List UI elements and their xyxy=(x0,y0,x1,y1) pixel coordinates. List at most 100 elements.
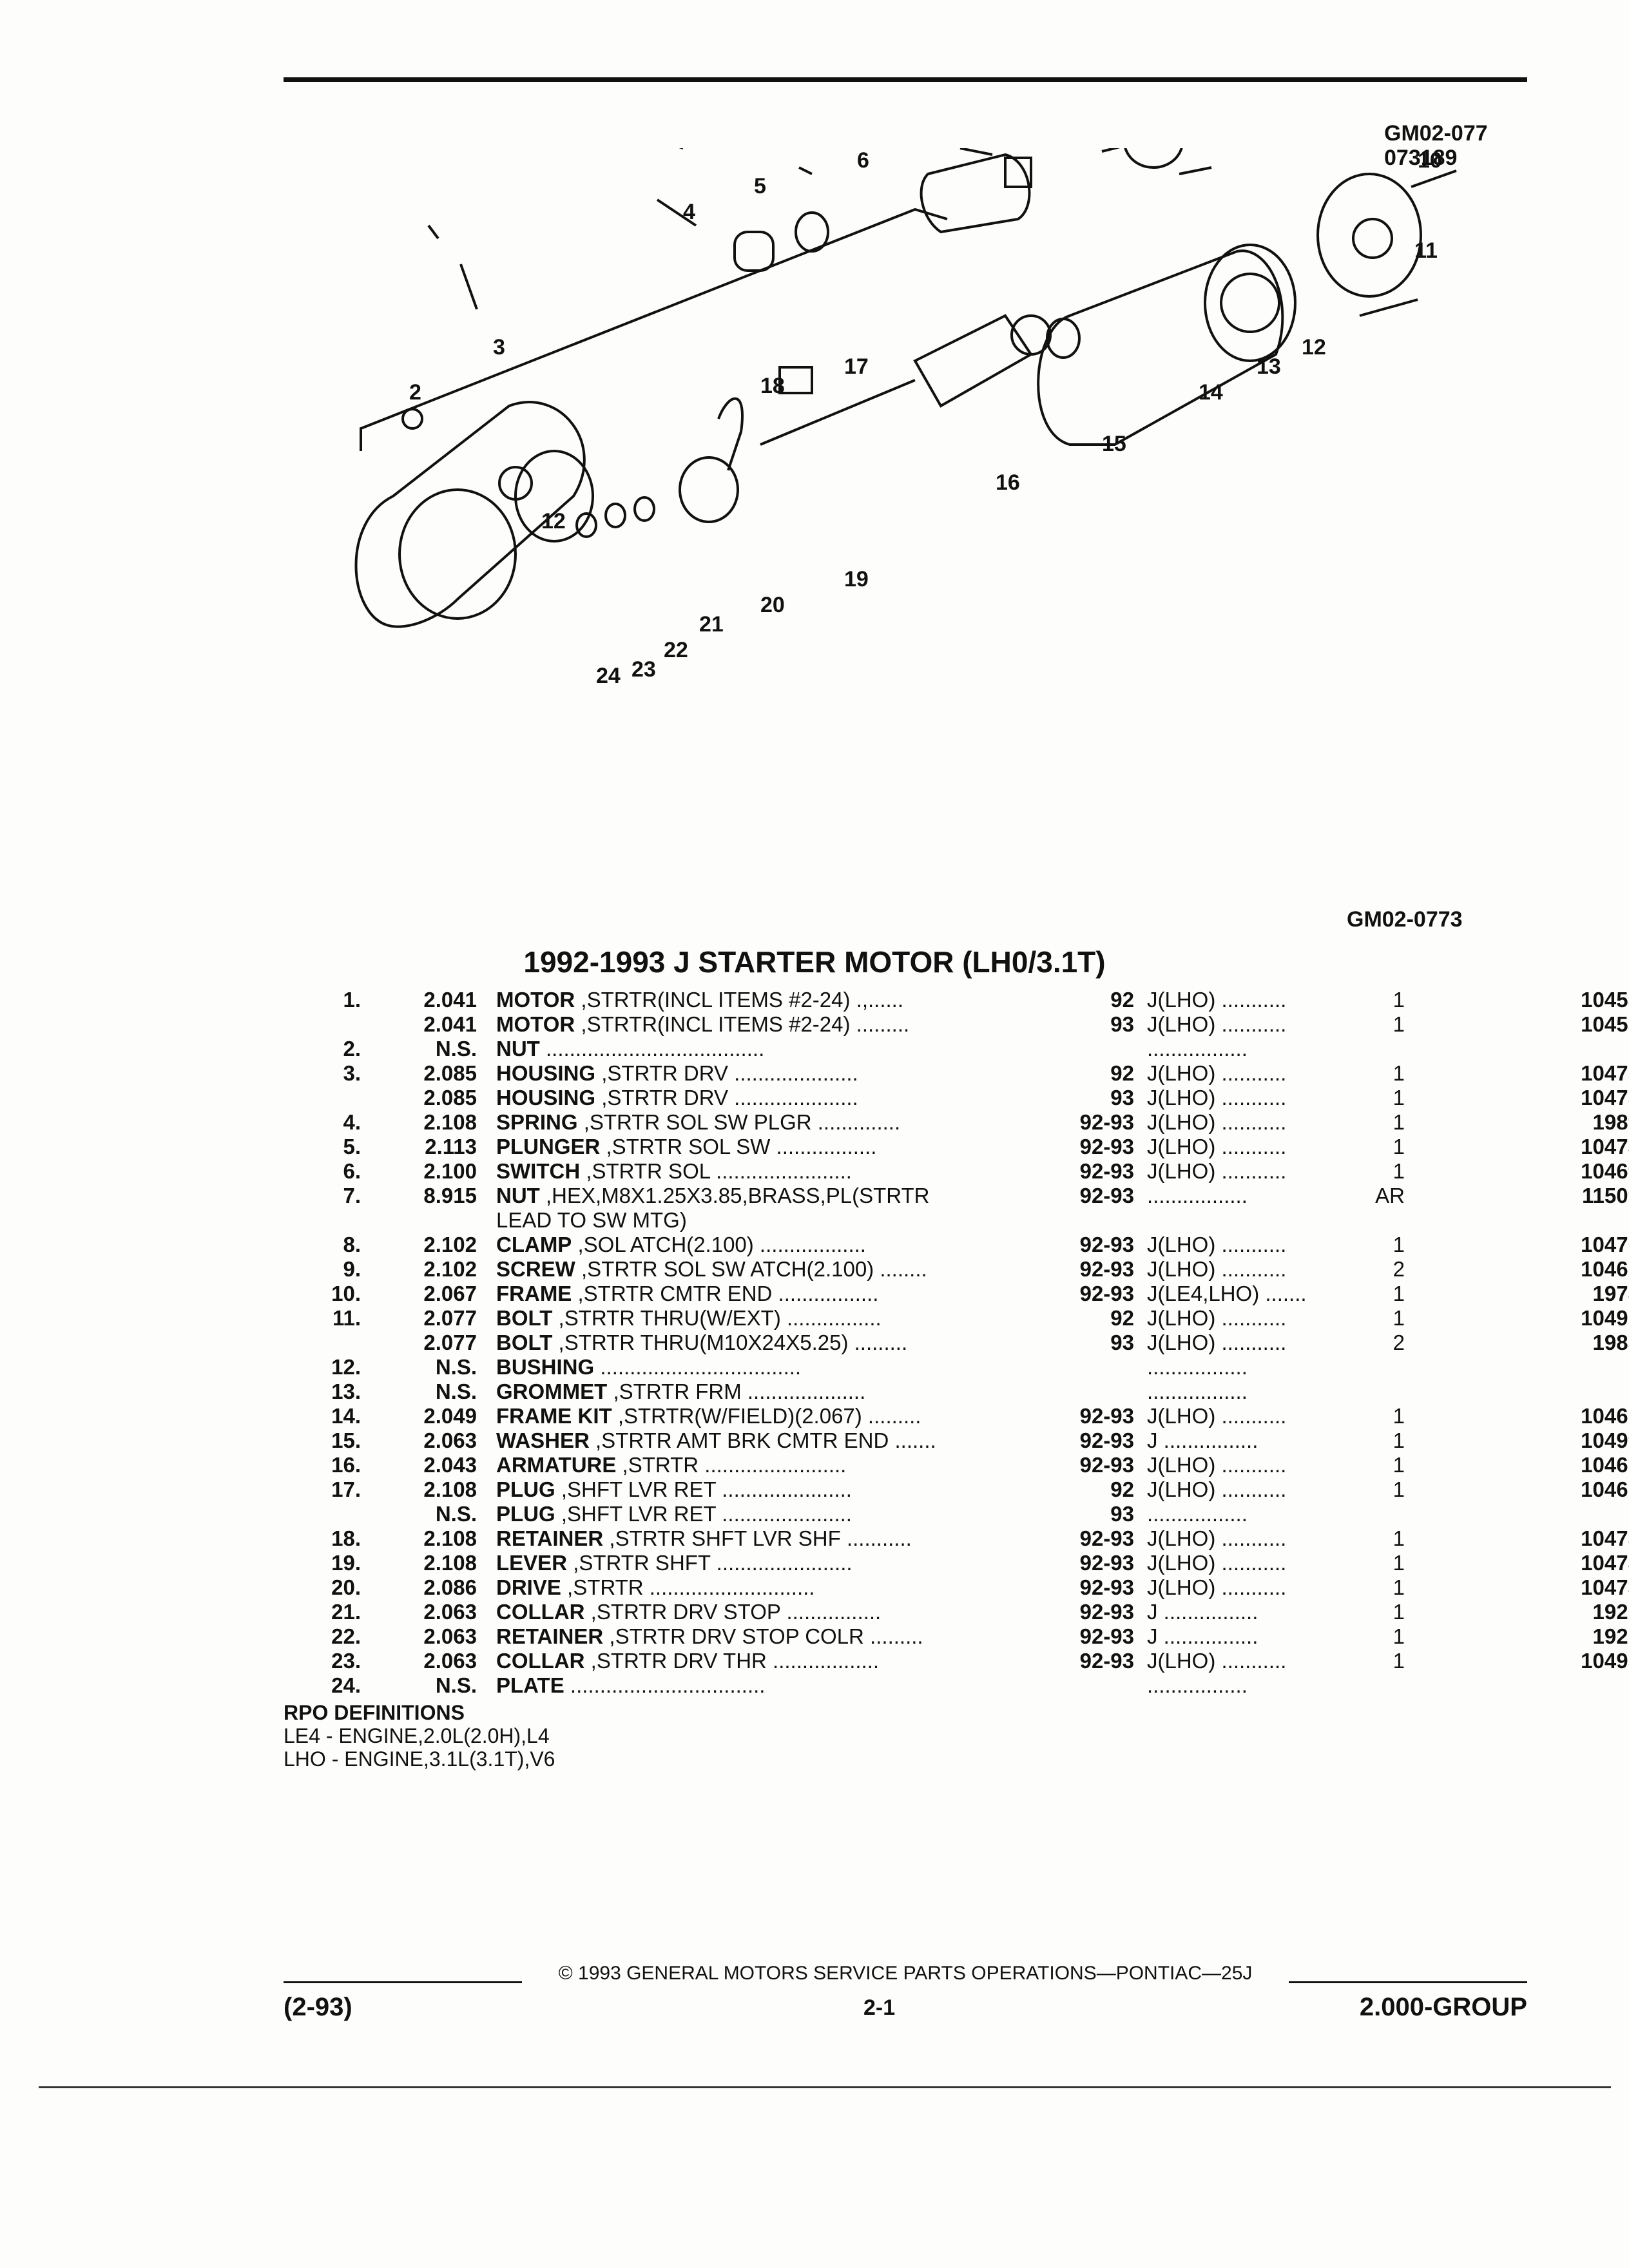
part-name: RETAINER xyxy=(496,1526,604,1550)
callout-20: 20 xyxy=(760,593,785,617)
part-detail: ,SHFT LVR RET ...................... xyxy=(561,1502,852,1526)
part-year: 92-93 xyxy=(1079,1233,1134,1256)
part-item-number: 24. xyxy=(331,1673,361,1697)
part-group-number: 2.077 xyxy=(423,1306,477,1330)
part-description: LEVER ,STRTR SHFT ......................… xyxy=(496,1551,853,1575)
callout-2: 2 xyxy=(409,380,421,405)
part-group-number: 2.102 xyxy=(423,1233,477,1256)
footer-date: (2-93) xyxy=(284,1993,352,2021)
callout-12b: 12 xyxy=(1302,335,1326,360)
part-usage: J(LHO) ........... xyxy=(1147,1135,1287,1158)
callout-16: 16 xyxy=(996,470,1020,495)
part-name: DRIVE xyxy=(496,1575,561,1599)
part-year: 93 xyxy=(1110,1086,1134,1110)
part-group-number: 2.043 xyxy=(423,1453,477,1477)
part-description: BUSHING ................................… xyxy=(496,1355,801,1379)
part-name: NUT xyxy=(496,1037,540,1061)
rpo-definitions: RPO DEFINITIONS LE4 - ENGINE,2.0L(2.0H),… xyxy=(284,1701,555,1771)
part-year: 92-93 xyxy=(1079,1624,1134,1648)
part-name: LEVER xyxy=(496,1551,568,1575)
callout-5: 5 xyxy=(754,174,766,198)
part-name: PLUG xyxy=(496,1502,555,1526)
part-number: 10475298 xyxy=(1581,1086,1629,1110)
part-group-number: 2.102 xyxy=(423,1257,477,1281)
part-item-number: 20. xyxy=(331,1575,361,1599)
callout-6: 6 xyxy=(857,148,869,173)
callout-23: 23 xyxy=(631,657,656,682)
part-year: 92-93 xyxy=(1079,1282,1134,1305)
rpo-line: LE4 - ENGINE,2.0L(2.0H),L4 xyxy=(284,1724,550,1747)
top-rule xyxy=(284,77,1527,82)
callout-14: 14 xyxy=(1199,380,1223,405)
callout-13: 13 xyxy=(1257,354,1281,379)
part-year: 92 xyxy=(1110,988,1134,1012)
part-number: 10473793 xyxy=(1581,1135,1629,1158)
part-quantity: 1 xyxy=(1393,1575,1405,1599)
part-detail: ,STRTR SOL SW PLGR .............. xyxy=(583,1110,901,1134)
part-group-number: 2.049 xyxy=(423,1404,477,1428)
footer-page-number: 2-1 xyxy=(863,1995,896,2020)
part-quantity: 1 xyxy=(1393,1404,1405,1428)
part-description: PLATE ................................. xyxy=(496,1673,765,1698)
part-group-number: 2.041 xyxy=(423,988,477,1012)
part-number: 10469039 xyxy=(1581,1159,1629,1183)
part-number: 10455053 xyxy=(1581,1012,1629,1036)
part-detail: ,SHFT LVR RET ...................... xyxy=(561,1477,852,1501)
part-detail: ,STRTR(W/FIELD)(2.067) ......... xyxy=(617,1404,921,1428)
part-quantity: 1 xyxy=(1393,1428,1405,1452)
part-detail: ,STRTR DRV THR .................. xyxy=(590,1649,880,1673)
part-group-number: 8.915 xyxy=(423,1184,477,1207)
part-number: 11509480 xyxy=(1581,1184,1629,1207)
callout-10: 10 xyxy=(1418,148,1442,173)
part-group-number: 2.085 xyxy=(423,1061,477,1085)
part-quantity: AR xyxy=(1375,1184,1405,1207)
part-description: COLLAR ,STRTR DRV STOP ................ xyxy=(496,1600,881,1624)
part-item-number: 21. xyxy=(331,1600,361,1624)
part-item-number: 9. xyxy=(343,1257,361,1281)
part-year: 92 xyxy=(1110,1061,1134,1085)
part-detail: ,STRTR DRV ..................... xyxy=(601,1061,858,1085)
callout-12a: 12 xyxy=(541,509,566,533)
part-name: FRAME KIT xyxy=(496,1404,612,1428)
part-description: PLUG ,SHFT LVR RET .....................… xyxy=(496,1502,852,1526)
part-quantity: 1 xyxy=(1393,1061,1405,1085)
part-description: RETAINER ,STRTR DRV STOP COLR ......... xyxy=(496,1624,923,1649)
part-year: 92-93 xyxy=(1079,1135,1134,1158)
part-description: SCREW ,STRTR SOL SW ATCH(2.100) ........ xyxy=(496,1257,927,1282)
part-description: NUT ,HEX,M8X1.25X3.85,BRASS,PL(STRTR xyxy=(496,1184,929,1208)
part-group-number: N.S. xyxy=(435,1355,477,1379)
part-year: 92-93 xyxy=(1079,1257,1134,1281)
part-year: 92-93 xyxy=(1079,1110,1134,1134)
part-number: 10473701 xyxy=(1581,1551,1629,1575)
part-usage: J(LHO) ........... xyxy=(1147,1477,1287,1501)
part-name: PLUNGER xyxy=(496,1135,601,1158)
part-group-number: 2.041 xyxy=(423,1012,477,1036)
callout-3: 3 xyxy=(493,335,505,360)
part-detail: ,STRTR(INCL ITEMS #2-24) .,...... xyxy=(581,988,903,1012)
part-year: 92-93 xyxy=(1079,1649,1134,1673)
part-number: 10497302 xyxy=(1581,1306,1629,1330)
part-usage: J(LHO) ........... xyxy=(1147,1233,1287,1256)
part-name: HOUSING xyxy=(496,1061,596,1085)
part-description: SWITCH ,STRTR SOL ......................… xyxy=(496,1159,852,1184)
part-item-number: 14. xyxy=(331,1404,361,1428)
part-group-number: 2.086 xyxy=(423,1575,477,1599)
part-number: 10455048 xyxy=(1581,988,1629,1012)
part-item-number: 17. xyxy=(331,1477,361,1501)
part-detail: ,STRTR DRV ..................... xyxy=(601,1086,858,1110)
rpo-heading: RPO DEFINITIONS xyxy=(284,1701,465,1724)
part-description: PLUNGER ,STRTR SOL SW ................. xyxy=(496,1135,876,1159)
part-name: WASHER xyxy=(496,1428,590,1452)
part-quantity: 1 xyxy=(1393,1086,1405,1110)
part-number: 1989232 xyxy=(1592,1110,1629,1134)
part-detail: ,STRTR(INCL ITEMS #2-24) ......... xyxy=(581,1012,910,1036)
part-name: SPRING xyxy=(496,1110,578,1134)
part-item-number: 10. xyxy=(331,1282,361,1305)
part-group-number: 2.077 xyxy=(423,1331,477,1354)
part-item-number: 18. xyxy=(331,1526,361,1550)
part-usage: J(LHO) ........... xyxy=(1147,1306,1287,1330)
part-detail: ,STRTR SHFT ....................... xyxy=(573,1551,853,1575)
part-year: 92-93 xyxy=(1079,1159,1134,1183)
starter-motor-exploded-diagram: 1 2 3 4 5 6 7 8 9 10 11 12 12 13 14 15 1… xyxy=(354,148,1457,688)
callout-21: 21 xyxy=(699,612,724,637)
